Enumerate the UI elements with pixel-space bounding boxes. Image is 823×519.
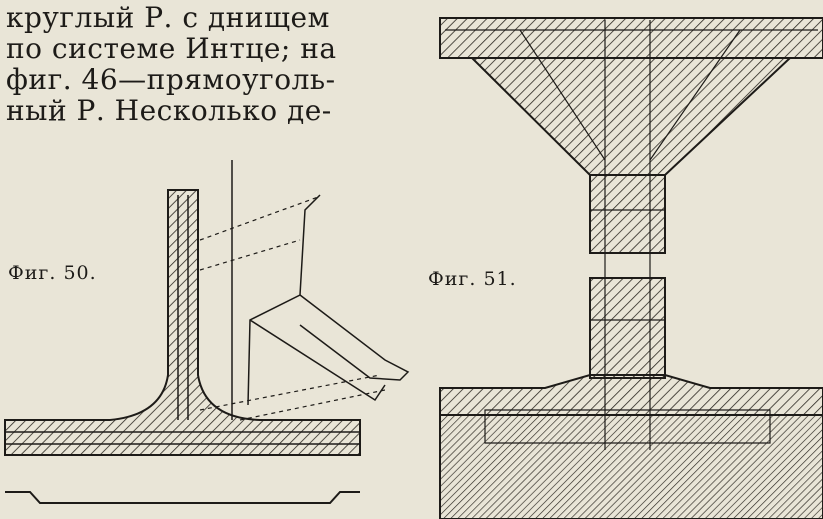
body-text: круглый Р. с днищем по системе Интце; на…: [6, 2, 337, 126]
text-line: фиг. 46—прямоуголь-: [6, 63, 336, 96]
figure-51: [439, 17, 823, 519]
text-line: ный Р. Несколько де-: [6, 94, 332, 127]
text-line: круглый Р. с днищем: [6, 1, 330, 34]
figure-50: [4, 160, 410, 504]
figure-51-caption: Фиг. 51.: [428, 268, 517, 290]
text-line: по системе Интце; на: [6, 32, 337, 65]
figure-50-caption: Фиг. 50.: [8, 262, 97, 284]
